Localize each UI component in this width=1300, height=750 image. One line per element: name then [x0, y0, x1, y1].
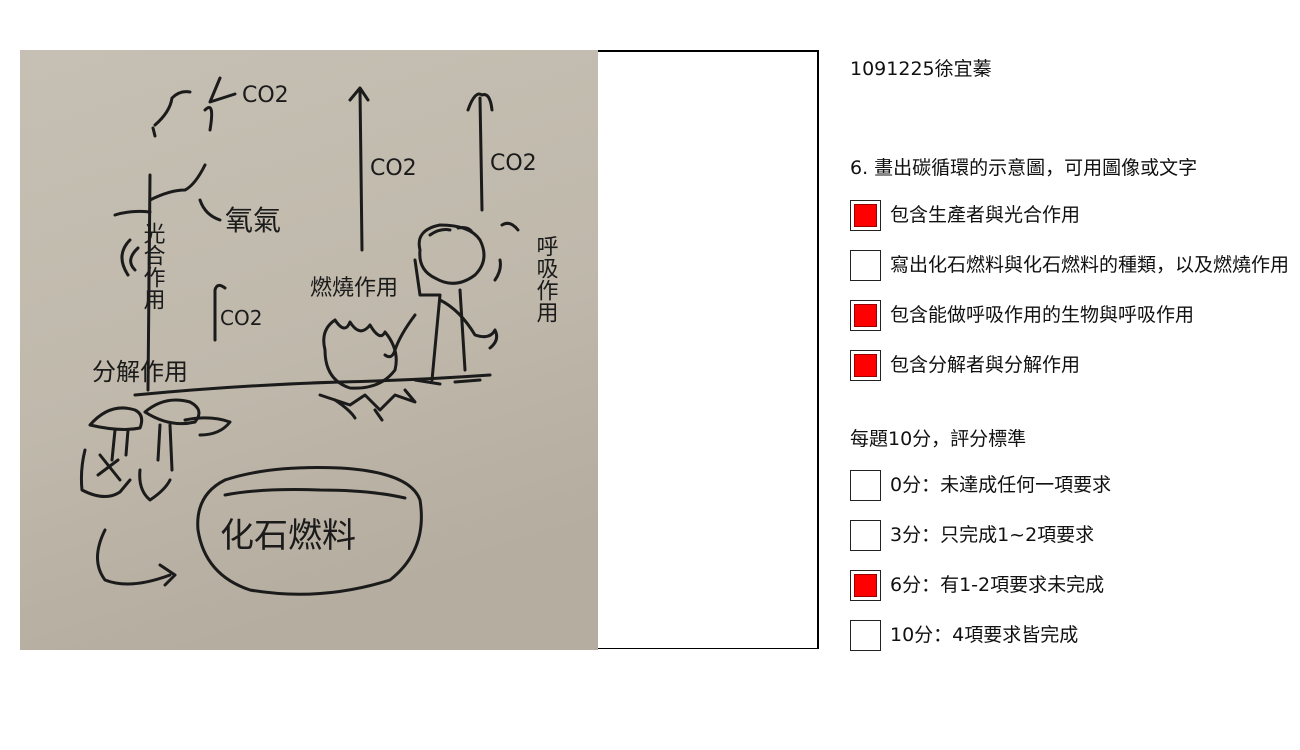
check-fill	[854, 574, 877, 597]
sketch-photosynthesis: 光合作用	[140, 222, 166, 310]
sketch-decomposition: 分解作用	[92, 358, 188, 386]
sketch-oxygen: 氧氣	[225, 204, 281, 237]
score-level-checkbox[interactable]	[850, 470, 881, 501]
score-level-checkbox[interactable]	[850, 620, 881, 651]
requirement-row[interactable]: 寫出化石燃料與化石燃料的種類，以及燃燒作用	[850, 250, 1300, 281]
sketch-co2-right: CO2	[490, 151, 537, 176]
requirement-label: 寫出化石燃料與化石燃料的種類，以及燃燒作用	[890, 254, 1290, 276]
sketch-fossil-fuel: 化石燃料	[220, 516, 356, 556]
score-level-label: 3分：只完成1~2項要求	[890, 524, 1095, 546]
student-name: 1091225徐宜蓁	[850, 58, 992, 80]
requirement-row[interactable]: 包含生產者與光合作用	[850, 200, 1300, 231]
requirement-checkbox[interactable]	[850, 200, 881, 231]
scoring-title: 每題10分，評分標準	[850, 428, 1027, 450]
sketch-strokes	[79, 76, 520, 596]
requirement-label: 包含分解者與分解作用	[890, 354, 1081, 376]
score-level-label: 6分：有1-2項要求未完成	[890, 574, 1105, 596]
requirement-checkbox[interactable]	[850, 300, 881, 331]
sketch-co2-center: CO2	[370, 156, 417, 181]
sketch-co2-top: CO2	[242, 83, 289, 108]
carbon-cycle-sketch-photo: CO2 CO2 CO2 CO2 氧氣 光合作用 燃燒作用 呼吸作用 分解作用 化…	[20, 50, 598, 650]
sketch-combustion: 燃燒作用	[310, 276, 398, 301]
question-title: 6. 畫出碳循環的示意圖，可用圖像或文字	[850, 157, 1198, 179]
score-level-label: 10分：4項要求皆完成	[890, 624, 1079, 646]
check-fill	[854, 354, 877, 377]
check-fill	[854, 304, 877, 327]
requirement-checkbox[interactable]	[850, 350, 881, 381]
paper-background	[20, 50, 598, 650]
score-level-row[interactable]: 10分：4項要求皆完成	[850, 620, 1300, 651]
requirement-label: 包含生產者與光合作用	[890, 204, 1081, 226]
score-level-checkbox[interactable]	[850, 570, 881, 601]
score-level-row[interactable]: 0分：未達成任何一項要求	[850, 470, 1300, 501]
requirement-checkbox[interactable]	[850, 250, 881, 281]
score-level-row[interactable]: 6分：有1-2項要求未完成	[850, 570, 1300, 601]
requirement-row[interactable]: 包含分解者與分解作用	[850, 350, 1300, 381]
score-level-row[interactable]: 3分：只完成1~2項要求	[850, 520, 1300, 551]
sketch-respiration: 呼吸作用	[533, 235, 559, 323]
requirement-row[interactable]: 包含能做呼吸作用的生物與呼吸作用	[850, 300, 1300, 331]
score-level-checkbox[interactable]	[850, 520, 881, 551]
requirement-label: 包含能做呼吸作用的生物與呼吸作用	[890, 304, 1195, 326]
score-level-label: 0分：未達成任何一項要求	[890, 474, 1112, 496]
sketch-co2-small: CO2	[220, 306, 262, 330]
check-fill	[854, 204, 877, 227]
